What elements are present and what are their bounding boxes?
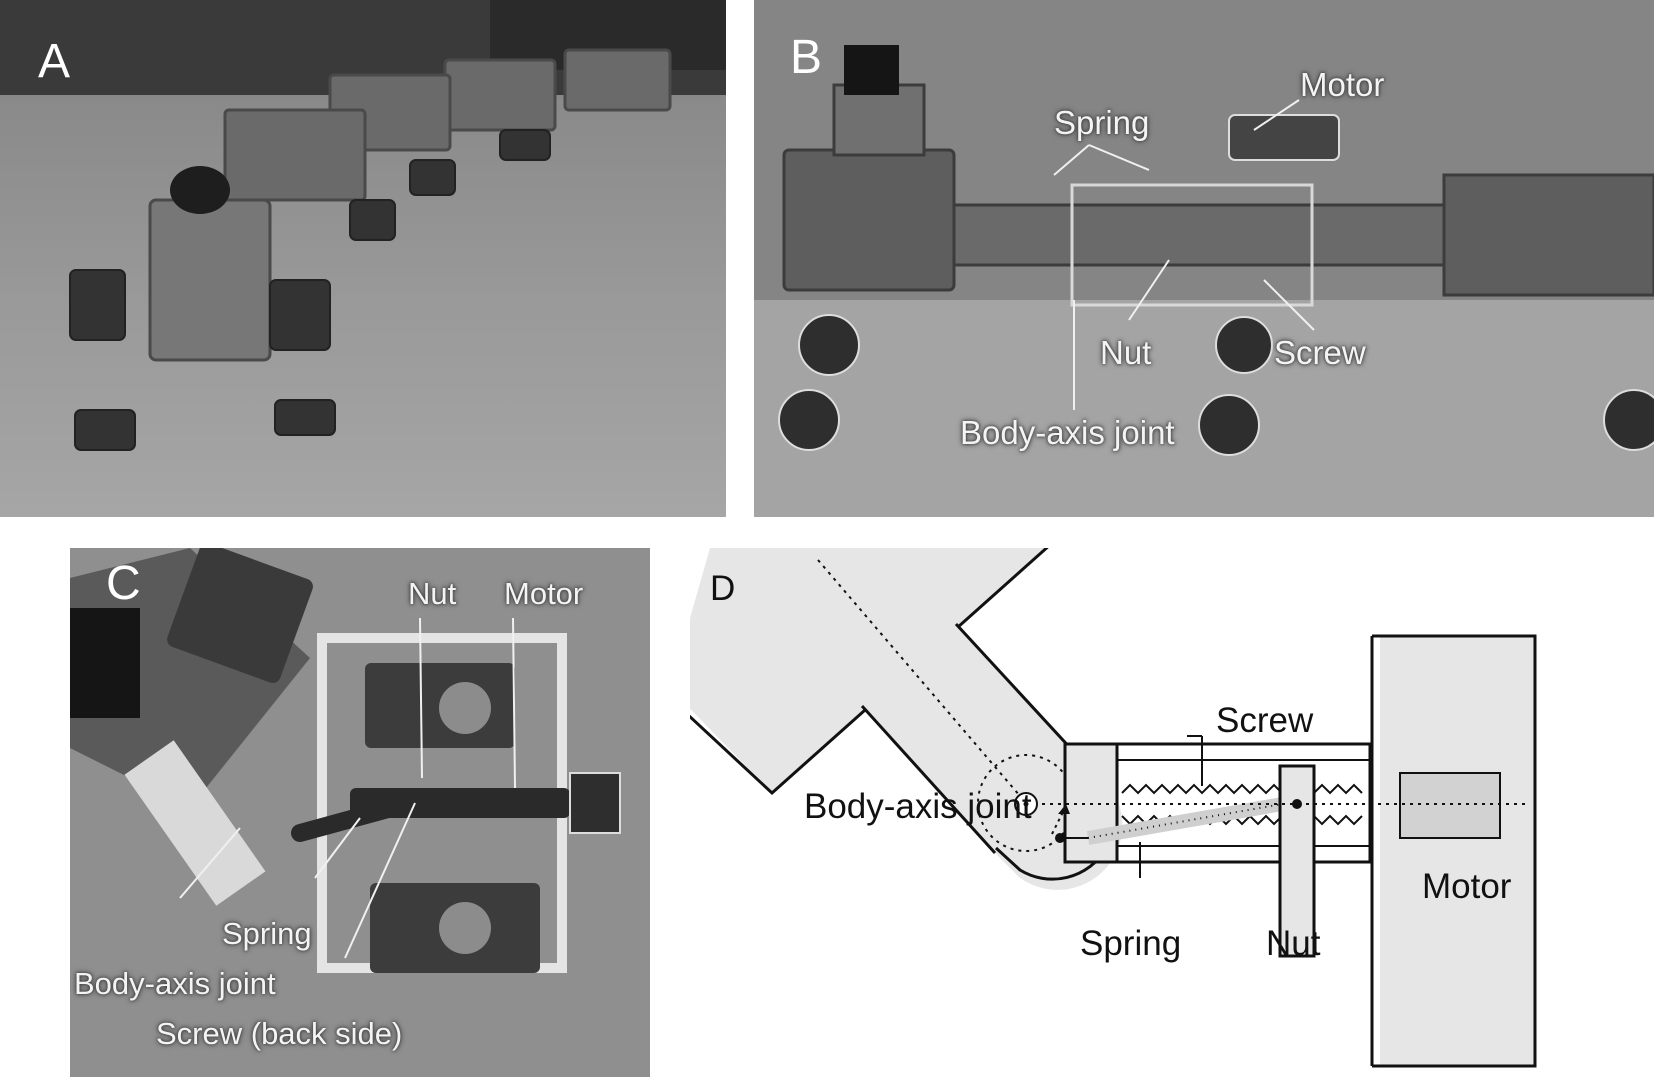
label-spring: Spring: [1080, 924, 1181, 963]
motor-body: [1373, 634, 1537, 1068]
photo-panel-a: A: [0, 0, 726, 517]
panel-letter-b: B: [790, 31, 823, 84]
robot-photo-b: [754, 0, 1654, 517]
schematic-panel-d: D Screw Body-axis joint Motor Spring Nut: [690, 548, 1654, 1077]
spring: [1086, 795, 1296, 845]
body-segment-left: [690, 548, 1060, 793]
label-motor: Motor: [1300, 66, 1385, 103]
label-body-axis-joint: Body-axis joint: [960, 414, 1175, 451]
schematic-diagram: D Screw Body-axis joint Motor Spring Nut: [690, 548, 1537, 1068]
robot-photo-a: [0, 0, 726, 451]
label-spring: Spring: [222, 916, 312, 951]
screw-thread: [1121, 783, 1363, 795]
motor-unit: [1399, 772, 1501, 839]
panel-letter-d: D: [710, 569, 735, 608]
label-body-axis-joint: Body-axis joint: [804, 787, 1032, 826]
label-screw: Screw: [1216, 701, 1314, 740]
label-screw: Screw: [1274, 334, 1366, 371]
arm-link: [862, 624, 1123, 890]
photo-panel-b: B Motor Spring Nut Screw Body-axis joint: [754, 0, 1654, 517]
label-nut: Nut: [1266, 924, 1321, 963]
panel-letter-a: A: [38, 35, 71, 88]
label-spring: Spring: [1054, 104, 1150, 141]
robot-photo-c: [70, 548, 621, 973]
label-body-axis-joint: Body-axis joint: [74, 966, 276, 1001]
label-motor: Motor: [504, 576, 584, 611]
label-screw-back-side: Screw (back side): [156, 1016, 403, 1051]
panel-letter-c: C: [106, 557, 141, 610]
label-motor: Motor: [1422, 867, 1512, 906]
photo-panel-c: C Nut Motor Spring Body-axis joint Screw…: [70, 548, 650, 1077]
label-nut: Nut: [408, 576, 457, 611]
label-nut: Nut: [1100, 334, 1152, 371]
nut: [1278, 764, 1316, 958]
